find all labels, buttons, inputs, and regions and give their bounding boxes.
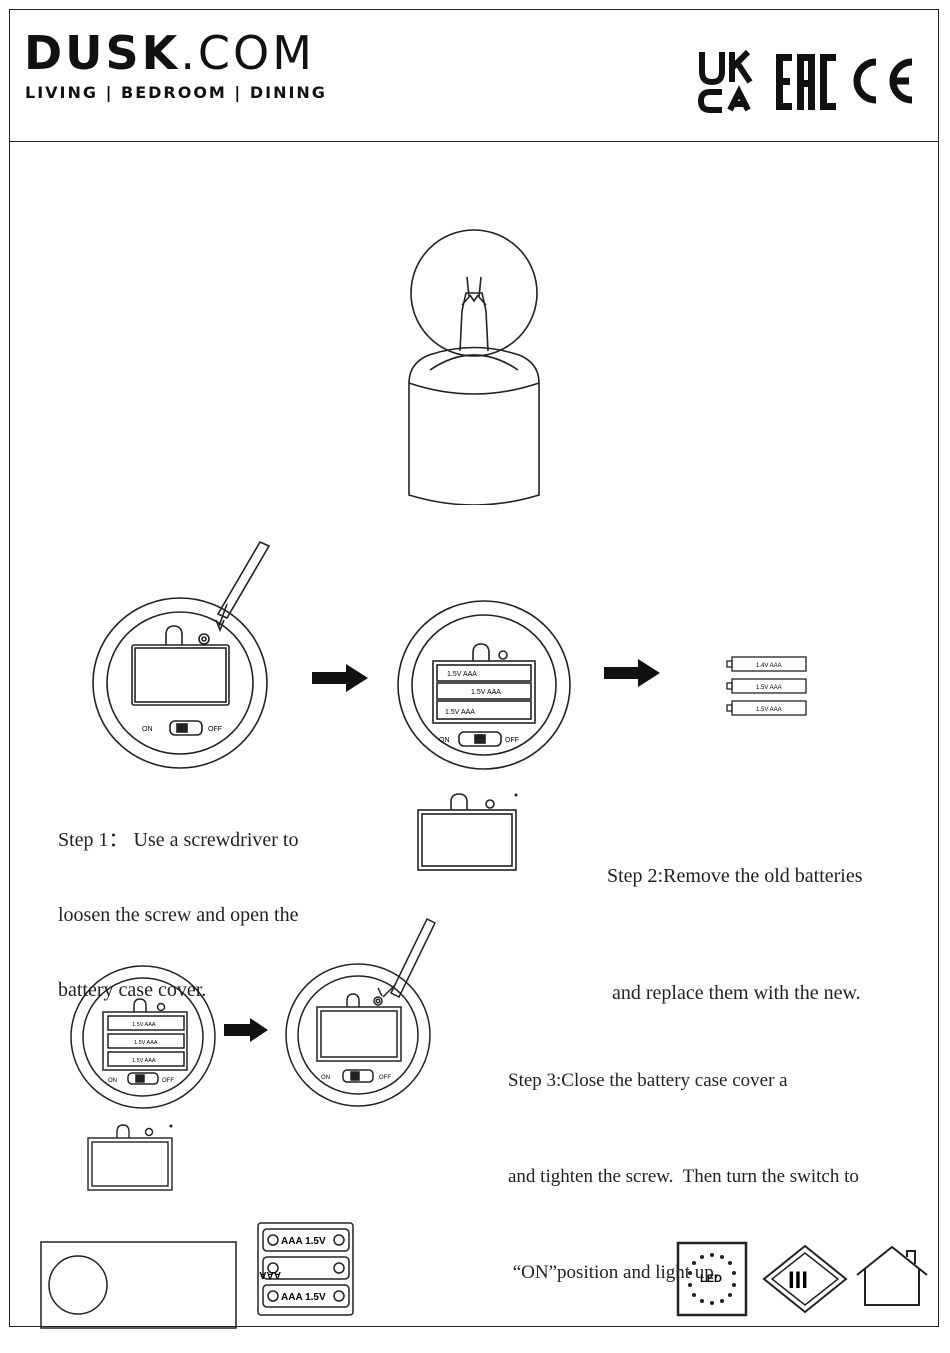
step3-case-cover (87, 1124, 173, 1191)
battery-label: 1.5V AAA (756, 707, 782, 713)
battery-label: 1.5V AAA (447, 671, 477, 678)
switch-off-label: OFF (162, 1078, 174, 1084)
battery-requirement-icon: AAA 1.5V AAA 1.5V AAA 1.5V (257, 1222, 354, 1316)
battery-label: 1.5V AAA (445, 709, 475, 716)
battery-label: 1.5V AAA (132, 1022, 156, 1028)
arrow-right-icon (604, 659, 660, 687)
step3-instructions: Step 3:Close the battery case cover a an… (508, 1001, 859, 1321)
step2-open-battery-case: 1.5V AAA 1.5V AAA 1.5V AAA ON OFF (397, 600, 571, 770)
switch-off-label: OFF (208, 726, 222, 733)
step3-line: “ON”position and light up. (508, 1262, 719, 1283)
battery-box-label: AAA 1.5V (257, 1269, 281, 1280)
battery-label: 1.5V AAA (756, 685, 782, 691)
battery-box-label: AAA 1.5V (281, 1292, 326, 1303)
step3-open-battery-case: 1.5V AAA 1.5V AAA 1.5V AAA ON OFF (70, 965, 216, 1109)
battery-label: 1.4V AAA (756, 663, 782, 669)
switch-on-label: ON (439, 737, 450, 744)
replacement-batteries: 1.4V AAA 1.5V AAA 1.5V AAA (726, 656, 807, 716)
step2-case-cover (417, 793, 518, 871)
step2-line: and replace them with the new. (607, 982, 861, 1004)
class-iii-label: III (788, 1267, 808, 1294)
arrow-right-icon (312, 664, 368, 692)
footer-symbol-box (40, 1241, 237, 1329)
switch-on-label: ON (108, 1078, 117, 1084)
arrow-right-icon (224, 1018, 268, 1042)
switch-on-label: ON (321, 1075, 330, 1081)
battery-label: 1.5V AAA (134, 1040, 158, 1046)
step2-line: Step 2:Remove the old batteries (607, 865, 863, 887)
battery-box-label: AAA 1.5V (281, 1236, 326, 1247)
battery-label: 1.5V AAA (471, 689, 501, 696)
circle-symbol-icon (48, 1255, 108, 1315)
step1-line: loosen the screw and open the (58, 904, 299, 926)
class-iii-symbol-icon: III (762, 1244, 848, 1314)
eac-mark-icon (776, 54, 836, 110)
brand-tagline: LIVING | BEDROOM | DINING (25, 83, 327, 102)
header-divider (9, 141, 939, 142)
step2-instructions: Step 2:Remove the old batteries and repl… (607, 779, 863, 1052)
battery-label: 1.5V AAA (132, 1058, 156, 1064)
indoor-use-house-icon (856, 1245, 928, 1306)
ukca-mark-icon (697, 49, 753, 113)
step3-line: and tighten the screw. Then turn the swi… (508, 1166, 859, 1187)
step1-battery-case-diagram: ON OFF (92, 540, 271, 769)
lamp-illustration (408, 229, 540, 505)
switch-off-label: OFF (379, 1075, 391, 1081)
step1-line: Step 1： Use a screwdriver to (58, 829, 299, 851)
led-label: LED (700, 1273, 722, 1285)
switch-on-label: ON (142, 726, 153, 733)
step3-closed-battery-case: ON OFF (285, 917, 436, 1107)
switch-off-label: OFF (505, 737, 519, 744)
ce-mark-icon (853, 58, 913, 104)
led-symbol-icon: LED (676, 1241, 748, 1317)
page-frame (9, 9, 939, 1327)
step1-instructions: Step 1： Use a screwdriver to loosen the … (58, 778, 299, 1028)
certification-marks (697, 49, 913, 113)
brand-logo: DUSK.COM (24, 26, 315, 80)
step3-line: Step 3:Close the battery case cover a (508, 1070, 788, 1091)
